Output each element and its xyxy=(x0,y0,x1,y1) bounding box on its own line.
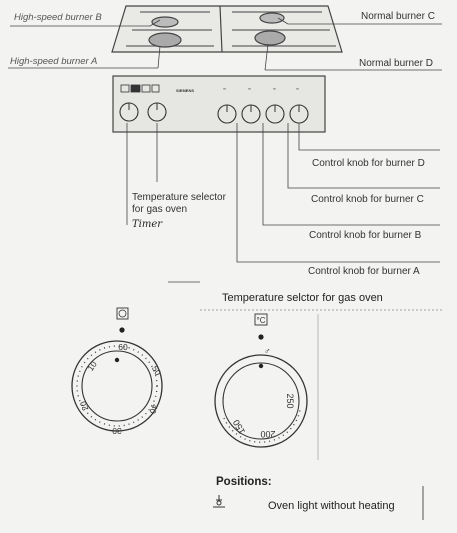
label-knob-c: Control knob for burner C xyxy=(311,194,424,205)
knob-pointers xyxy=(128,103,300,112)
section-title: Temperature selctor for gas oven xyxy=(222,292,383,304)
label-normal-burner-c: Normal burner C xyxy=(361,11,435,22)
flame-mark: ♂ xyxy=(264,346,271,356)
knob-leaders xyxy=(126,123,440,283)
oven-light-icon xyxy=(213,495,225,508)
svg-text:∞: ∞ xyxy=(296,86,299,91)
temp-tick-200: 200 xyxy=(260,429,275,439)
burner-c xyxy=(259,12,285,24)
hob-drawing xyxy=(111,5,343,53)
panel-symbols xyxy=(120,84,160,93)
panel-brand: SIEMENS xyxy=(176,88,194,93)
label-high-speed-burner-a: High-speed burner A xyxy=(10,56,98,67)
knob-marks: ∞ ∞ ∞ ∞ xyxy=(223,86,299,91)
positions-heading: Positions: xyxy=(216,476,272,488)
clock-icon xyxy=(116,307,129,320)
timer-tick-10: 10 xyxy=(85,359,99,373)
temp-tick-150: 150 xyxy=(231,418,247,436)
burner-a xyxy=(148,32,182,48)
timer-tick-20: 20 xyxy=(78,400,91,413)
label-normal-burner-d: Normal burner D xyxy=(359,58,433,69)
control-panel: SIEMENS ∞ ∞ ∞ ∞ xyxy=(112,75,326,133)
timer-dial: 60 50 40 30 20 10 xyxy=(71,307,164,436)
temp-tick-250: 250 xyxy=(285,393,295,408)
svg-text:∞: ∞ xyxy=(223,86,226,91)
burner-b xyxy=(151,16,179,28)
label-knob-d: Control knob for burner D xyxy=(312,158,425,169)
timer-tick-50: 50 xyxy=(150,364,164,377)
svg-text:∞: ∞ xyxy=(248,86,251,91)
temp-dial: °C ♂ 250 200 150 xyxy=(214,313,308,448)
burner-d xyxy=(254,30,286,46)
position-oven-light: Oven light without heating xyxy=(268,500,395,512)
label-temperature-selector: Temperature selector for gas oven xyxy=(132,192,226,215)
svg-text:°C: °C xyxy=(257,316,266,325)
label-high-speed-burner-b: High-speed burner B xyxy=(14,12,102,23)
burner-leaders xyxy=(8,17,442,71)
svg-text:∞: ∞ xyxy=(273,86,276,91)
label-knob-a: Control knob for burner A xyxy=(308,266,420,277)
timer-tick-30: 30 xyxy=(112,426,122,436)
label-timer-handwritten: Timer xyxy=(132,219,163,230)
timer-tick-60: 60 xyxy=(118,342,128,352)
label-knob-b: Control knob for burner B xyxy=(309,230,422,241)
timer-tick-40: 40 xyxy=(147,403,160,416)
thermometer-icon xyxy=(254,313,268,326)
